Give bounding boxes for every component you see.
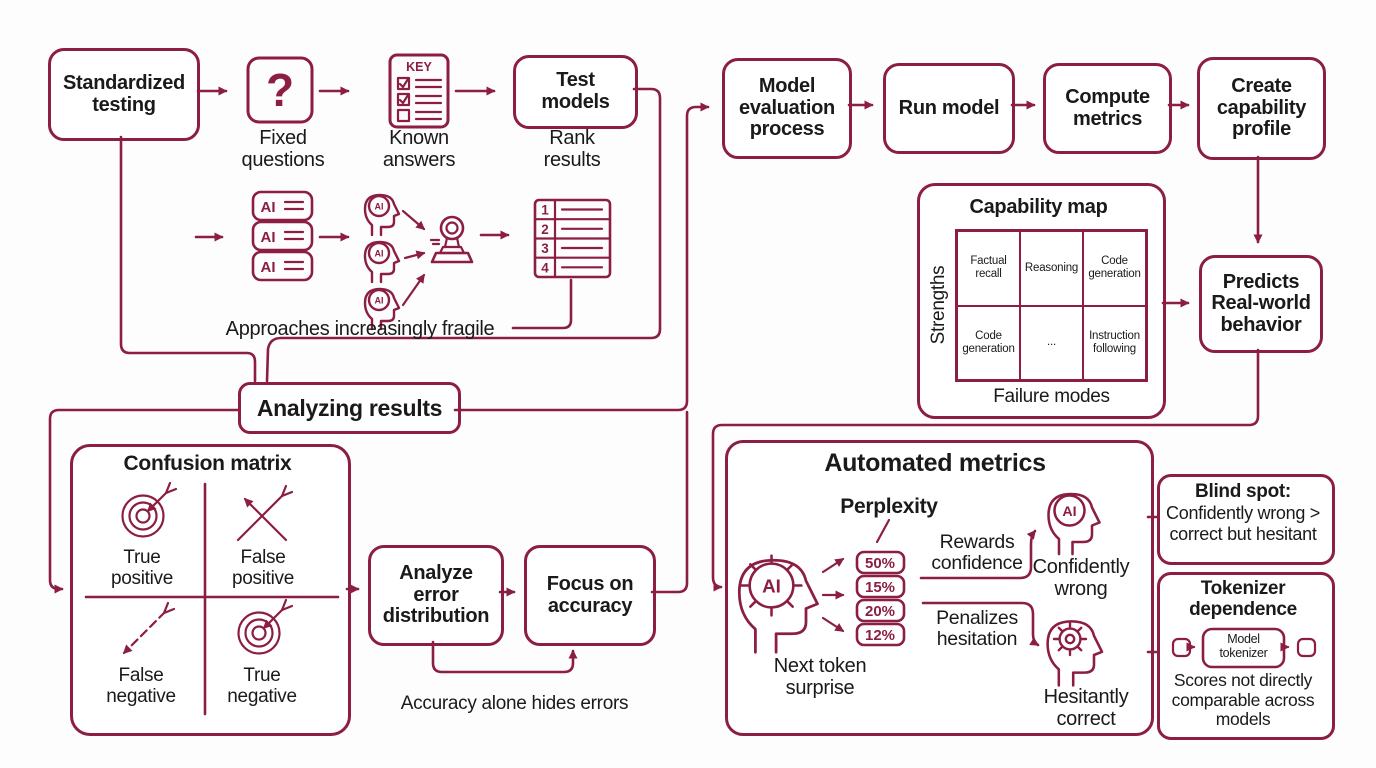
confidently-wrong-head-icon: AI [1047, 492, 1101, 556]
capability-cell: Instruction following [1083, 305, 1146, 380]
svg-text:3: 3 [541, 241, 549, 256]
confusion-matrix-title: Confusion matrix [123, 452, 292, 475]
arrow-head-to-pct3 [821, 616, 845, 633]
next-token-ai-head-icon: AI [737, 554, 819, 654]
svg-text:50%: 50% [865, 555, 895, 572]
next-token-surprise-label: Next token surprise [773, 655, 867, 699]
svg-text:AI: AI [261, 229, 276, 246]
capability-y-axis-label: Strengths [928, 265, 949, 345]
true-positive-label: True positive [110, 547, 174, 589]
analyze-error-distribution-node: Analyze error distribution [368, 545, 504, 646]
tokenizer-dependence-body: Scores not directly comparable across mo… [1171, 670, 1315, 729]
capability-cell: Factual recall [957, 231, 1020, 306]
capability-map-table: Factual recall Reasoning Code generation… [955, 229, 1148, 382]
connector-focus-to-evaluation [650, 410, 689, 594]
svg-text:12%: 12% [865, 627, 895, 644]
ai-judge-head-icon: AI [363, 193, 401, 237]
rank-results-label: Rank results [543, 127, 601, 171]
capability-cell: Code generation [957, 305, 1020, 380]
connector-testmodels-to-analyzing [265, 87, 662, 383]
svg-text:4: 4 [541, 261, 549, 276]
ai-judge-head-icon: AI [363, 287, 401, 331]
fixed-questions-icon: ? [246, 56, 314, 124]
connector-rewards-confidence [919, 529, 1037, 580]
capability-cell: ... [1020, 305, 1083, 380]
automated-metrics-panel [725, 440, 1154, 736]
confusion-matrix-panel [70, 444, 351, 736]
perplexity-pointer-line [875, 518, 891, 544]
model-tokenizer-label: Model tokenizer [1219, 632, 1268, 660]
create-capability-profile-node: Create capability profile [1197, 57, 1326, 160]
blind-spot-title: Blind spot: [1195, 481, 1291, 502]
arrow-judge1-to-stamp [401, 209, 426, 231]
model-evaluation-process-node: Model evaluation process [722, 58, 852, 159]
connector-accuracy-loop [431, 640, 578, 674]
arrow-head-to-pct1 [821, 557, 845, 574]
svg-text:?: ? [266, 64, 294, 116]
automated-metrics-title: Automated metrics [824, 449, 1046, 477]
arrow-judge3-to-stamp [401, 273, 426, 307]
predicts-real-world-node: Predicts Real-world behavior [1199, 255, 1323, 353]
test-models-node: Test models [513, 55, 638, 129]
true-negative-label: True negative [227, 665, 297, 707]
connector-fragile-to-ranking [511, 278, 573, 330]
svg-text:AI: AI [261, 259, 276, 276]
token-probability-stack: 50% 15% 20% 12% [855, 550, 906, 647]
svg-text:AI: AI [762, 575, 781, 596]
svg-text:20%: 20% [865, 603, 895, 620]
perplexity-label: Perplexity [840, 495, 938, 518]
false-positive-label: False positive [231, 547, 295, 589]
connector-analyzing-to-evaluation [453, 102, 710, 412]
connector-penalizes-hesitation [921, 601, 1040, 647]
known-answers-label: Known answers [382, 127, 456, 171]
true-positive-target-icon [121, 481, 178, 538]
tokenizer-dependence-title: Tokenizer dependence [1189, 578, 1297, 620]
hesitantly-correct-head-icon [1046, 620, 1104, 687]
svg-text:AI: AI [261, 199, 276, 216]
standardized-testing-node: Standardized testing [48, 48, 200, 141]
arrow-judge2-to-stamp [403, 250, 426, 260]
capability-cell: Reasoning [1020, 231, 1083, 306]
ranked-list-icon: 1 2 3 4 [533, 198, 612, 279]
capability-cell: Code generation [1083, 231, 1146, 306]
blind-spot-panel [1157, 474, 1335, 565]
false-negative-label: False negative [106, 665, 176, 707]
analyzing-results-node: Analyzing results [238, 382, 461, 434]
connector-standardized-to-analyzing [119, 135, 257, 383]
svg-text:KEY: KEY [406, 60, 432, 74]
blind-spot-body: Confidently wrong > correct but hesitant [1166, 503, 1320, 544]
ai-judge-head-icon: AI [363, 240, 401, 284]
approaches-fragile-label: Approaches increasingly fragile [225, 318, 495, 340]
svg-text:2: 2 [541, 222, 549, 237]
tokenizer-flow-icon [1171, 627, 1317, 669]
capability-map-title: Capability map [969, 196, 1108, 218]
connector-analyzing-to-confusion [48, 408, 240, 594]
connector-predicts-to-automated [711, 348, 1260, 592]
ai-models-stack-icon: AI AI AI [251, 190, 314, 282]
compute-metrics-node: Compute metrics [1043, 63, 1172, 154]
capability-x-axis-label: Failure modes [993, 386, 1110, 407]
known-answers-icon: KEY [388, 53, 450, 129]
false-positive-cross-icon [236, 484, 294, 542]
run-model-node: Run model [883, 63, 1015, 154]
svg-text:15%: 15% [865, 579, 895, 596]
svg-text:AI: AI [375, 249, 384, 259]
accuracy-note-label: Accuracy alone hides errors [400, 693, 629, 714]
false-negative-dashed-arrow-icon [122, 601, 176, 655]
true-negative-target-icon [237, 598, 294, 655]
rewards-confidence-label: Rewards confidence [931, 531, 1023, 574]
penalizes-hesitation-label: Penalizes hesitation [936, 607, 1018, 650]
svg-text:AI: AI [375, 296, 384, 306]
svg-text:AI: AI [1062, 504, 1076, 520]
svg-text:1: 1 [541, 203, 549, 218]
fixed-questions-label: Fixed questions [241, 127, 325, 171]
svg-text:AI: AI [375, 202, 384, 212]
focus-on-accuracy-node: Focus on accuracy [524, 545, 656, 646]
hesitantly-correct-label: Hesitantly correct [1043, 686, 1129, 730]
ranking-stamp-icon [429, 215, 474, 264]
confidently-wrong-label: Confidently wrong [1032, 556, 1130, 600]
